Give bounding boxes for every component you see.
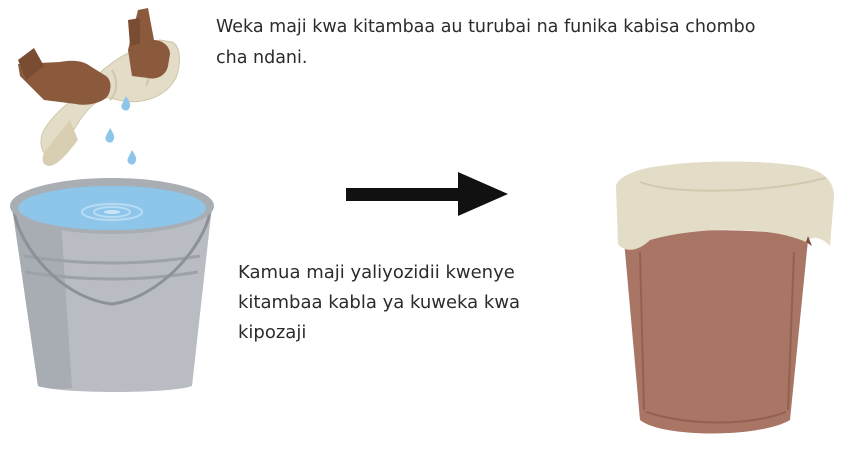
water-bucket-icon xyxy=(10,178,214,392)
caption-top-line-2: cha ndani. xyxy=(216,43,755,74)
right-arrow-icon xyxy=(346,172,508,216)
caption-middle-line-2: kitambaa kabla ya kuweka kwa xyxy=(238,288,520,318)
covered-clay-pot-icon xyxy=(616,162,834,434)
caption-middle-line-3: kipozaji xyxy=(238,318,520,348)
caption-middle: Kamua maji yaliyozidii kwenye kitambaa k… xyxy=(238,258,520,348)
caption-top: Weka maji kwa kitambaa au turubai na fun… xyxy=(216,12,755,74)
hands-wringing-cloth-icon xyxy=(18,8,179,166)
caption-top-line-1: Weka maji kwa kitambaa au turubai na fun… xyxy=(216,12,755,43)
caption-middle-line-1: Kamua maji yaliyozidii kwenye xyxy=(238,258,520,288)
